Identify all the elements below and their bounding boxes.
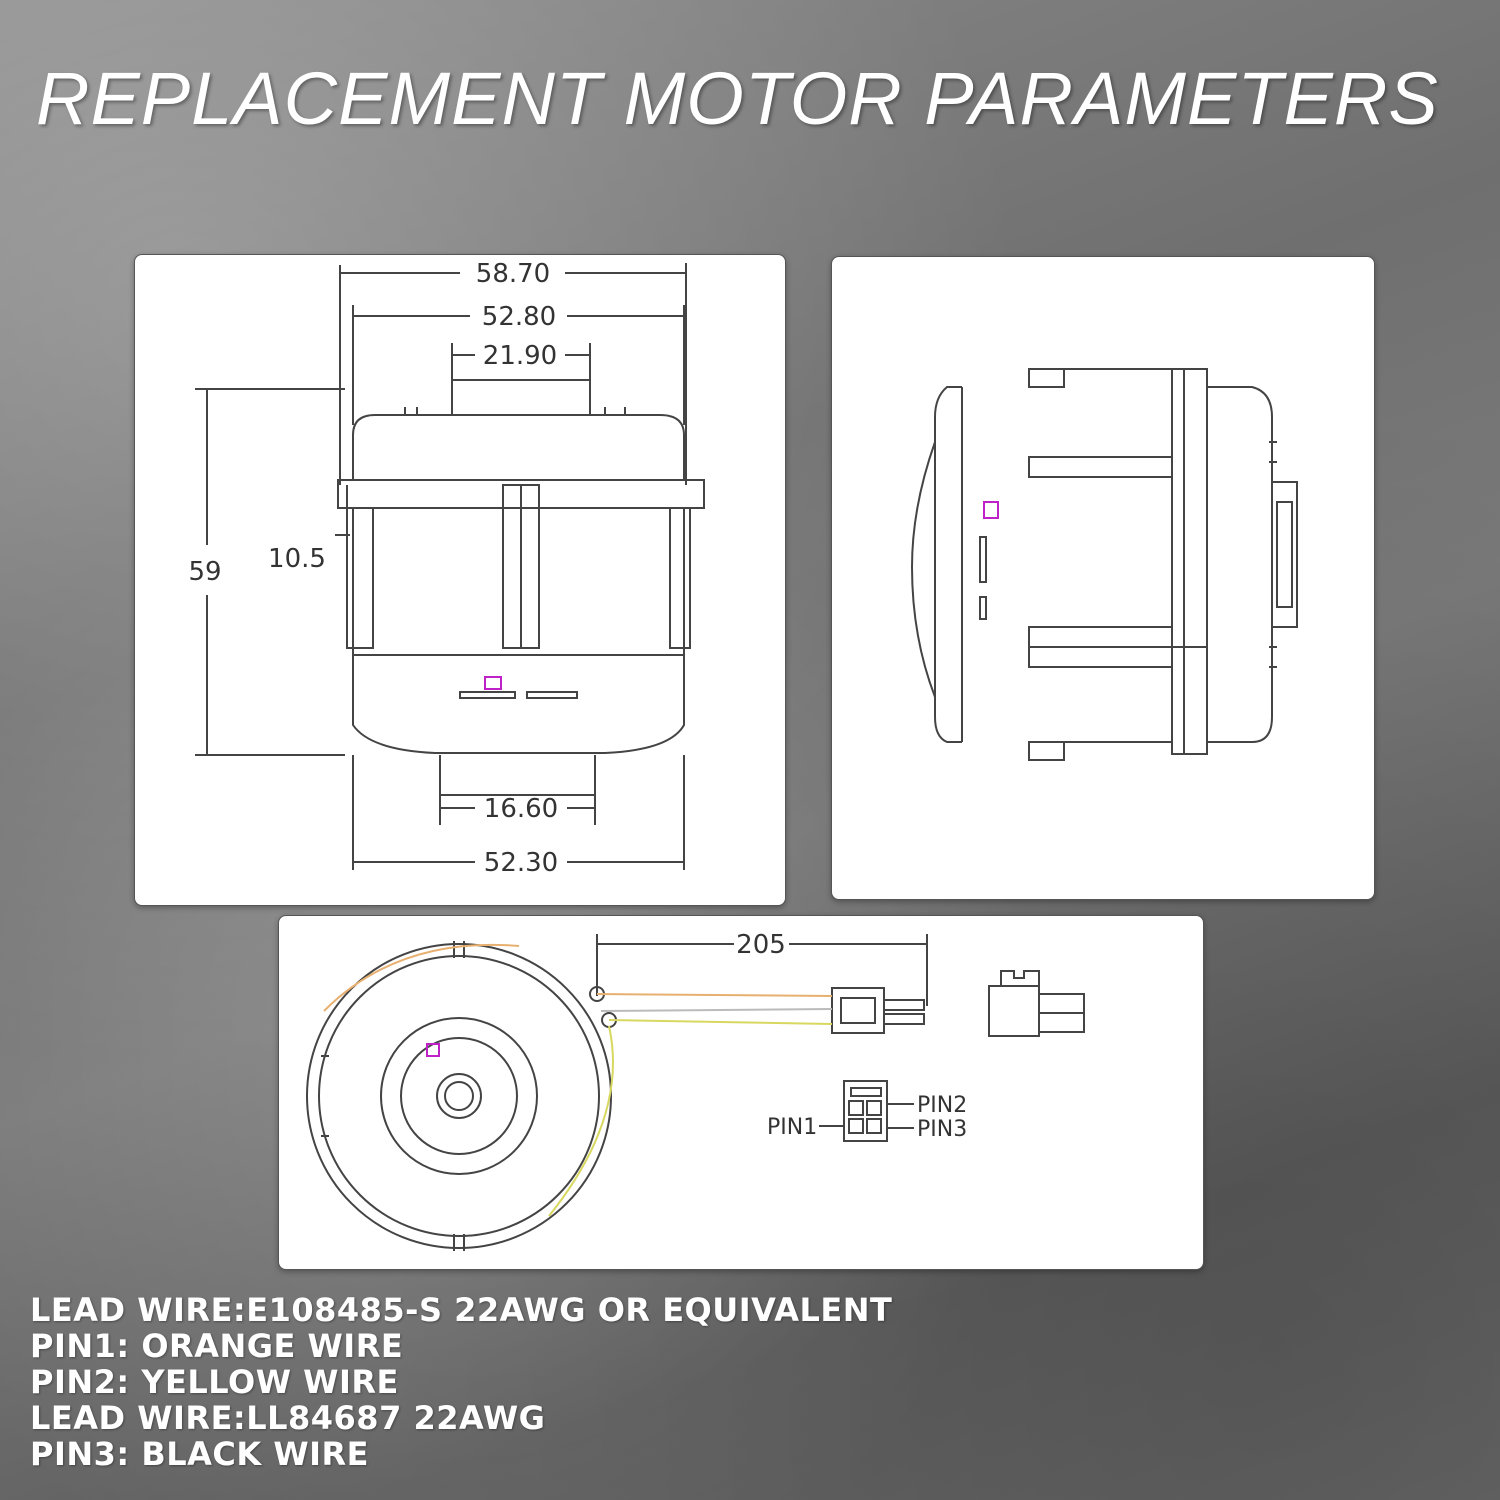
top-view-panel: 205 PIN1 PIN2 PIN3 bbox=[278, 915, 1204, 1270]
spec-line: PIN1: ORANGE WIRE bbox=[30, 1327, 404, 1365]
top-view-drawing: 205 PIN1 PIN2 PIN3 bbox=[306, 930, 1085, 1251]
dim-top-inner: 21.90 bbox=[483, 341, 557, 371]
side-view-drawing bbox=[910, 368, 1298, 761]
front-view-drawing: 58.70 52.80 21.90 59 10.5 16.60 52.30 bbox=[188, 259, 705, 878]
orange-wire bbox=[596, 993, 833, 997]
dim-flange: 10.5 bbox=[268, 544, 326, 574]
yellow-wire bbox=[608, 1019, 833, 1025]
spec-list: LEAD WIRE:E108485-S 22AWG OR EQUIVALENT … bbox=[30, 1292, 892, 1472]
dim-lead-length: 205 bbox=[736, 930, 786, 960]
pin2-label: PIN2 bbox=[917, 1093, 967, 1118]
side-view-panel bbox=[831, 256, 1375, 900]
front-view-panel: 58.70 52.80 21.90 59 10.5 16.60 52.30 bbox=[134, 254, 786, 906]
marker-icon bbox=[983, 501, 999, 519]
black-wire bbox=[600, 1008, 833, 1012]
spec-line: PIN3: BLACK WIRE bbox=[30, 1435, 370, 1473]
spec-line: LEAD WIRE:LL84687 22AWG bbox=[30, 1399, 546, 1437]
marker-icon bbox=[484, 676, 502, 690]
page-title: REPLACEMENT MOTOR PARAMETERS bbox=[36, 57, 1439, 140]
spec-line: LEAD WIRE:E108485-S 22AWG OR EQUIVALENT bbox=[30, 1291, 893, 1329]
pin1-label: PIN1 bbox=[767, 1115, 817, 1140]
dim-top-outer: 58.70 bbox=[476, 259, 550, 289]
marker-icon bbox=[426, 1043, 440, 1057]
dim-height: 59 bbox=[188, 557, 221, 587]
dim-bottom-body: 52.30 bbox=[484, 848, 558, 878]
spec-line: PIN2: YELLOW WIRE bbox=[30, 1363, 399, 1401]
pin3-label: PIN3 bbox=[917, 1117, 967, 1142]
dim-bottom-hub: 16.60 bbox=[484, 794, 558, 824]
dim-top-mid: 52.80 bbox=[482, 302, 556, 332]
